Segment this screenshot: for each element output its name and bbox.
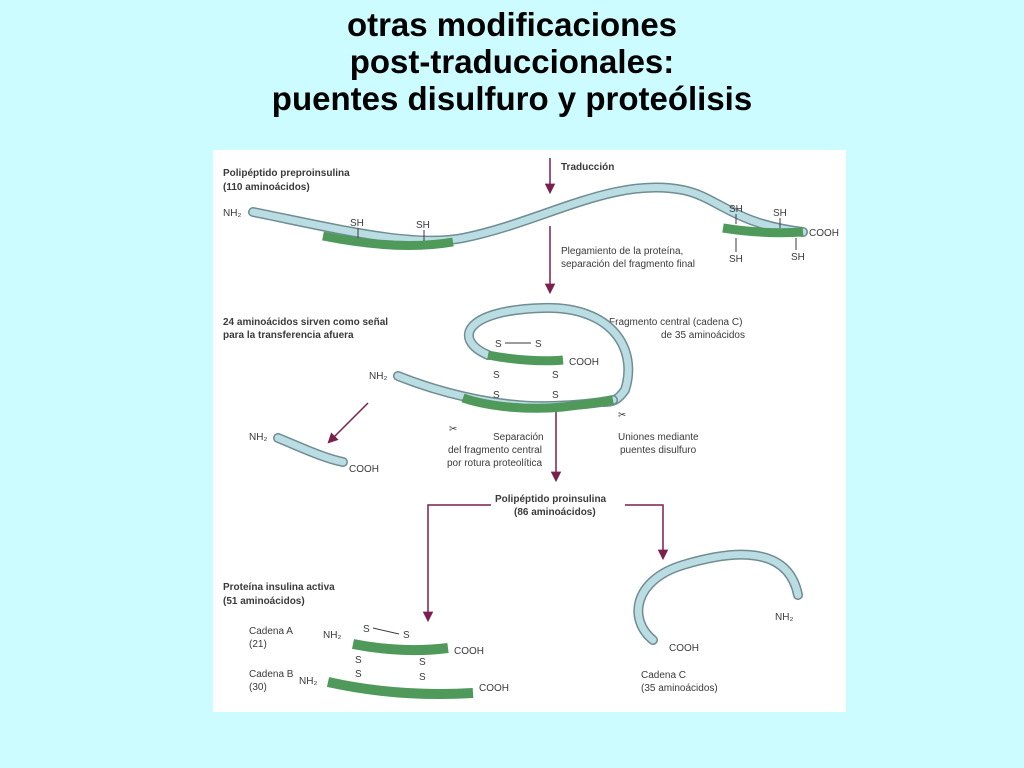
chain-c-count: (35 aminoácidos) [641, 683, 718, 694]
preproinsulin-nh2: NH₂ [223, 208, 241, 219]
chain-b [326, 677, 474, 699]
signal-cooh: COOH [349, 464, 379, 475]
chain-b-label: Cadena B [249, 669, 294, 680]
title-line-2: post-traduccionales: [349, 43, 675, 80]
active-insulin-count: (51 aminoácidos) [223, 596, 305, 607]
chain-c-label: Cadena C [641, 670, 686, 681]
central-fragment-label-2: de 35 aminoácidos [661, 330, 745, 341]
chain-b-nh2: NH₂ [299, 676, 317, 687]
bridge-2-s-top: S [419, 657, 426, 668]
signal-label-2: para la transferencia afuera [223, 330, 354, 341]
signal-arrow [327, 402, 369, 444]
chain-c-cooh: COOH [669, 643, 699, 654]
chain-a-nh2: NH₂ [323, 630, 341, 641]
central-fragment-label-1: Fragmento central (cadena C) [609, 317, 742, 328]
chain-a-count: (21) [249, 639, 267, 650]
sh-label-1: SH [350, 218, 364, 229]
preproinsulin-chain [249, 183, 807, 245]
chain-c-nh2: NH₂ [775, 612, 793, 623]
proinsulin-count: (86 aminoácidos) [514, 507, 596, 518]
chain-a-label: Cadena A [249, 626, 293, 637]
folded-bridge-2-s-top: S [552, 370, 559, 381]
separation-label-3: por rotura proteolítica [447, 458, 542, 469]
separation-label-1: Separación [493, 432, 544, 443]
title-line-1: otras modificaciones [346, 6, 678, 43]
proinsulin-label: Polipéptido proinsulina [495, 494, 607, 505]
cut-mark-left: ✂ [449, 424, 457, 435]
preproinsulin-cooh: COOH [809, 228, 839, 239]
cut-mark-right: ✂ [618, 410, 626, 421]
sh-label-5: SH [729, 254, 743, 265]
bridge-2-s-bottom: S [419, 672, 426, 683]
preproinsulin-green-segment-a [722, 223, 804, 238]
chain-a-cooh: COOH [454, 646, 484, 657]
chain-b-cooh: COOH [479, 683, 509, 694]
chain-a-internal-bond [372, 627, 400, 635]
translation-label: Traducción [561, 162, 614, 173]
to-active-insulin-arrow [422, 504, 491, 623]
chain-a [352, 639, 449, 656]
slide-title: otras modificaciones post-traduccionales… [0, 6, 1024, 117]
insulin-processing-diagram: Polipéptido preproinsulina (110 aminoáci… [213, 150, 846, 712]
chain-c [634, 551, 802, 644]
folded-chain-a-cooh: COOH [569, 357, 599, 368]
folded-nh2: NH₂ [369, 371, 387, 382]
bridge-1-s-top: S [355, 655, 362, 666]
disulfide-label-1: Uniones mediante [618, 432, 699, 443]
sh-label-6: SH [791, 252, 805, 263]
folded-chain-a [487, 350, 564, 366]
disulfide-label-2: puentes disulfuro [620, 445, 697, 456]
diagram-svg: Polipéptido preproinsulina (110 aminoáci… [223, 158, 839, 699]
signal-label-1: 24 aminoácidos sirven como señal [223, 317, 388, 328]
bridge-1-s-bottom: S [355, 669, 362, 680]
chain-a-s-1: S [363, 624, 370, 635]
preproinsulin-count: (110 aminoácidos) [223, 182, 310, 193]
folding-label-2: separación del fragmento final [561, 259, 695, 270]
sh-label-2: SH [416, 220, 430, 231]
signal-peptide [274, 434, 347, 466]
chain-a-s-2: S [403, 630, 410, 641]
folded-s-2: S [535, 339, 542, 350]
chain-b-count: (30) [249, 682, 267, 693]
folded-bridge-2-s-bottom: S [552, 390, 559, 401]
folded-chain-b-green [461, 393, 614, 413]
sh-label-4: SH [773, 208, 787, 219]
title-line-3: puentes disulfuro y proteólisis [271, 80, 753, 117]
c-chain-loop [465, 304, 632, 406]
signal-nh2: NH₂ [249, 432, 267, 443]
chain-c-outline [633, 549, 803, 645]
folded-bridge-1-s-bottom: S [493, 390, 500, 401]
preproinsulin-green-segment-b [322, 231, 454, 250]
separation-label-2: del fragmento central [448, 445, 542, 456]
folding-label-1: Plegamiento de la proteína, [561, 246, 683, 257]
preproinsulin-label: Polipéptido preproinsulina [223, 168, 350, 179]
sh-label-3: SH [729, 204, 743, 215]
preproinsulin-chain-outline [248, 182, 808, 246]
folded-s-1: S [495, 339, 502, 350]
to-chain-c-arrow [625, 504, 669, 561]
folded-bridge-1-s-top: S [493, 370, 500, 381]
active-insulin-label: Proteína insulina activa [223, 582, 335, 593]
